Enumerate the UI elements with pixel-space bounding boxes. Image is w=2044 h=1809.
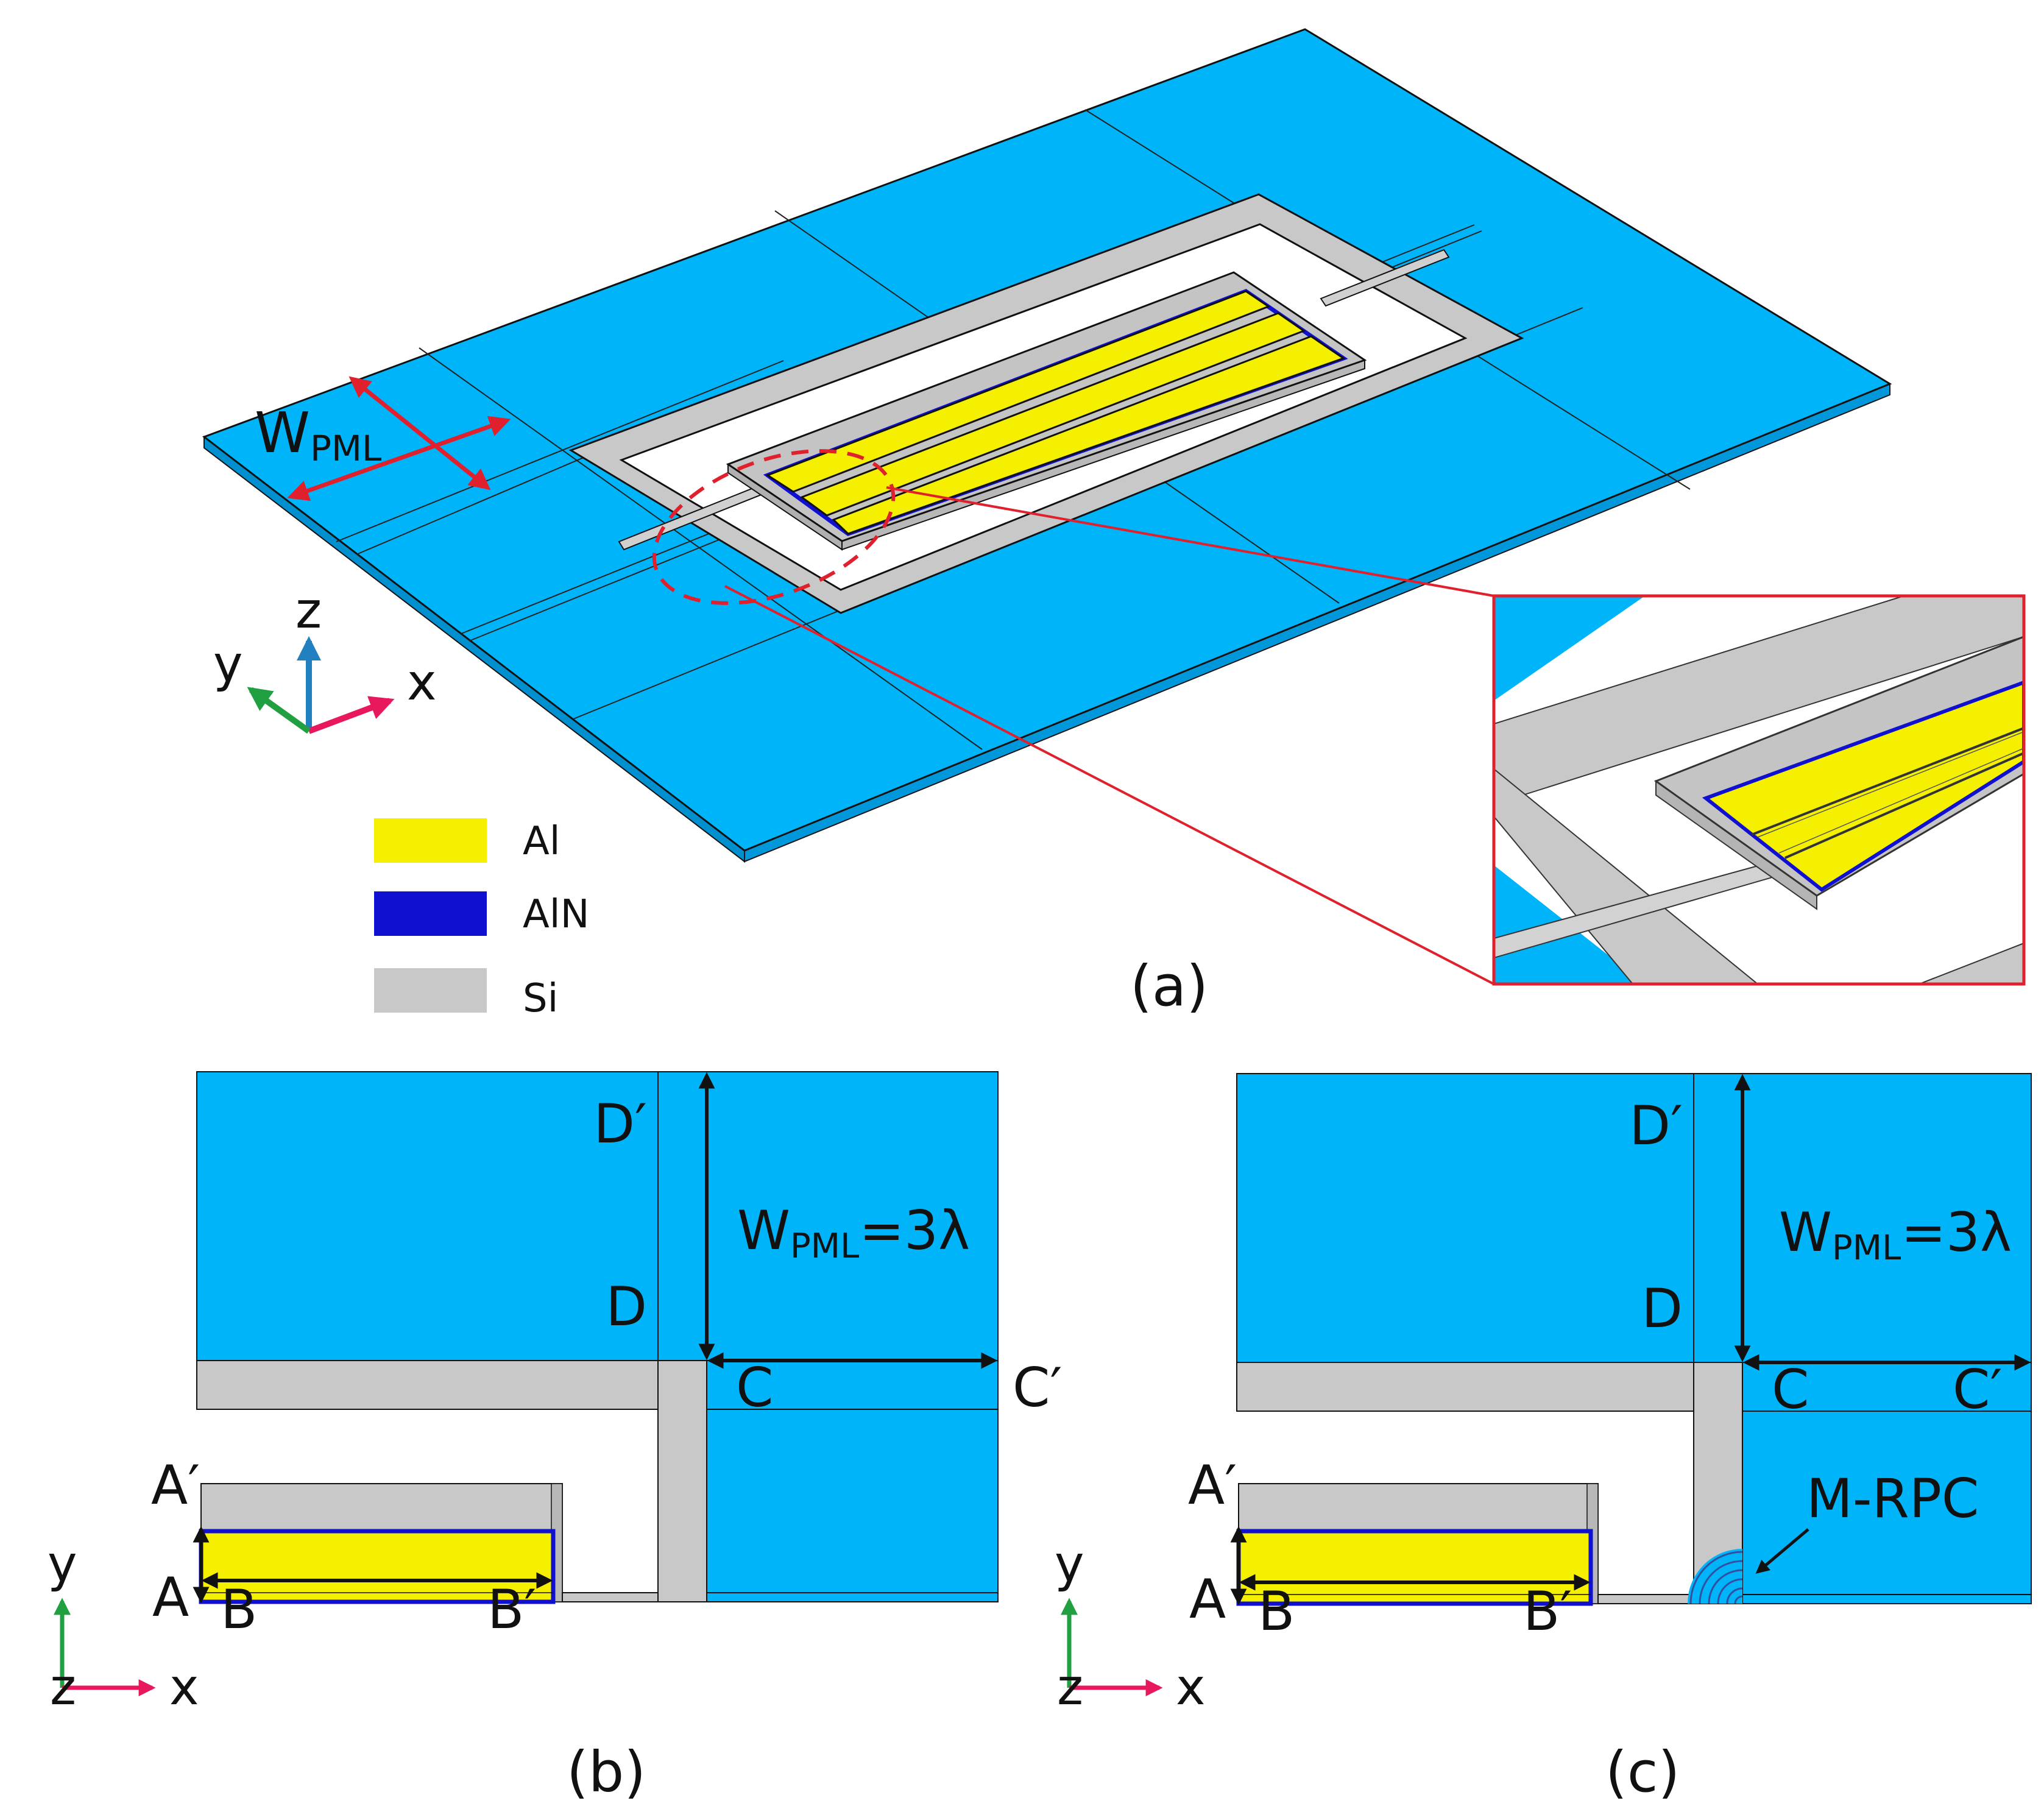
axis-y-label-c: y bbox=[1055, 1535, 1084, 1593]
al-electrode-1 bbox=[765, 290, 1271, 493]
axis-triad-a: z y x bbox=[213, 582, 437, 734]
axis-z-label-b: z bbox=[50, 1659, 76, 1716]
panel-c-label: (c) bbox=[1605, 1740, 1680, 1805]
zoom-inset bbox=[1492, 594, 2026, 986]
axis-2d-c: y z x bbox=[1055, 1535, 1206, 1716]
point-d-c: D bbox=[1641, 1277, 1683, 1340]
point-c-b: C bbox=[736, 1356, 773, 1419]
al-electrode-3 bbox=[832, 335, 1346, 535]
legend: Al AlN Si bbox=[374, 818, 589, 1021]
zoom-ellipse bbox=[652, 449, 896, 605]
legend-swatch-al bbox=[374, 818, 487, 863]
axis-z-label-c: z bbox=[1057, 1659, 1083, 1716]
point-a-prime-b: A′ bbox=[151, 1454, 200, 1517]
legend-swatch-si bbox=[374, 968, 487, 1013]
panel-a-label: (a) bbox=[1130, 954, 1208, 1019]
point-c-prime-b: C′ bbox=[1013, 1356, 1062, 1419]
point-b-b: B bbox=[221, 1578, 257, 1641]
panel-c-top-view: M-RPC D′ D C C′ WPML=3λ A′ A B B′ y z x … bbox=[1055, 1073, 2032, 1805]
axis-x-label-c: x bbox=[1176, 1659, 1206, 1716]
panel-b-label: (b) bbox=[567, 1740, 646, 1805]
axis-y-label: y bbox=[213, 635, 243, 693]
legend-label-al: Al bbox=[523, 819, 561, 864]
axis-2d-b: y z x bbox=[48, 1535, 199, 1716]
point-d-b: D bbox=[606, 1275, 647, 1338]
point-d-prime-b: D′ bbox=[593, 1092, 647, 1155]
wpml-label-b: WPML=3λ bbox=[737, 1199, 970, 1266]
wpml-label-3d: WPML bbox=[255, 400, 381, 469]
al-electrode-2 bbox=[799, 312, 1306, 517]
m-rpc-label: M-RPC bbox=[1806, 1467, 1979, 1530]
panel-b-top-view: D′ D C C′ WPML=3λ A′ A B B′ y z x (b) bbox=[48, 1071, 1062, 1805]
axis-x-label: x bbox=[407, 654, 437, 712]
panel-a-3d-model: WPML z y x Al AlN Si bbox=[202, 28, 2026, 1021]
point-b-c: B bbox=[1258, 1580, 1295, 1643]
point-a-c: A bbox=[1189, 1568, 1226, 1630]
point-d-prime-c: D′ bbox=[1629, 1094, 1683, 1157]
point-b-prime-c: B′ bbox=[1523, 1580, 1572, 1643]
point-c-c: C bbox=[1772, 1358, 1809, 1421]
legend-label-si: Si bbox=[523, 976, 558, 1021]
point-a-b: A bbox=[152, 1566, 189, 1629]
legend-label-aln: AlN bbox=[523, 892, 589, 937]
point-b-prime-b: B′ bbox=[487, 1578, 536, 1641]
legend-swatch-aln bbox=[374, 891, 487, 936]
axis-x-label-b: x bbox=[169, 1659, 199, 1716]
m-rpc-structure bbox=[1688, 1549, 1743, 1604]
axis-z-label: z bbox=[295, 582, 322, 640]
wpml-label-c: WPML=3λ bbox=[1779, 1201, 2012, 1268]
point-a-prime-c: A′ bbox=[1188, 1454, 1237, 1517]
point-c-prime-c: C′ bbox=[1953, 1358, 2002, 1421]
axis-y-label-b: y bbox=[48, 1535, 77, 1593]
